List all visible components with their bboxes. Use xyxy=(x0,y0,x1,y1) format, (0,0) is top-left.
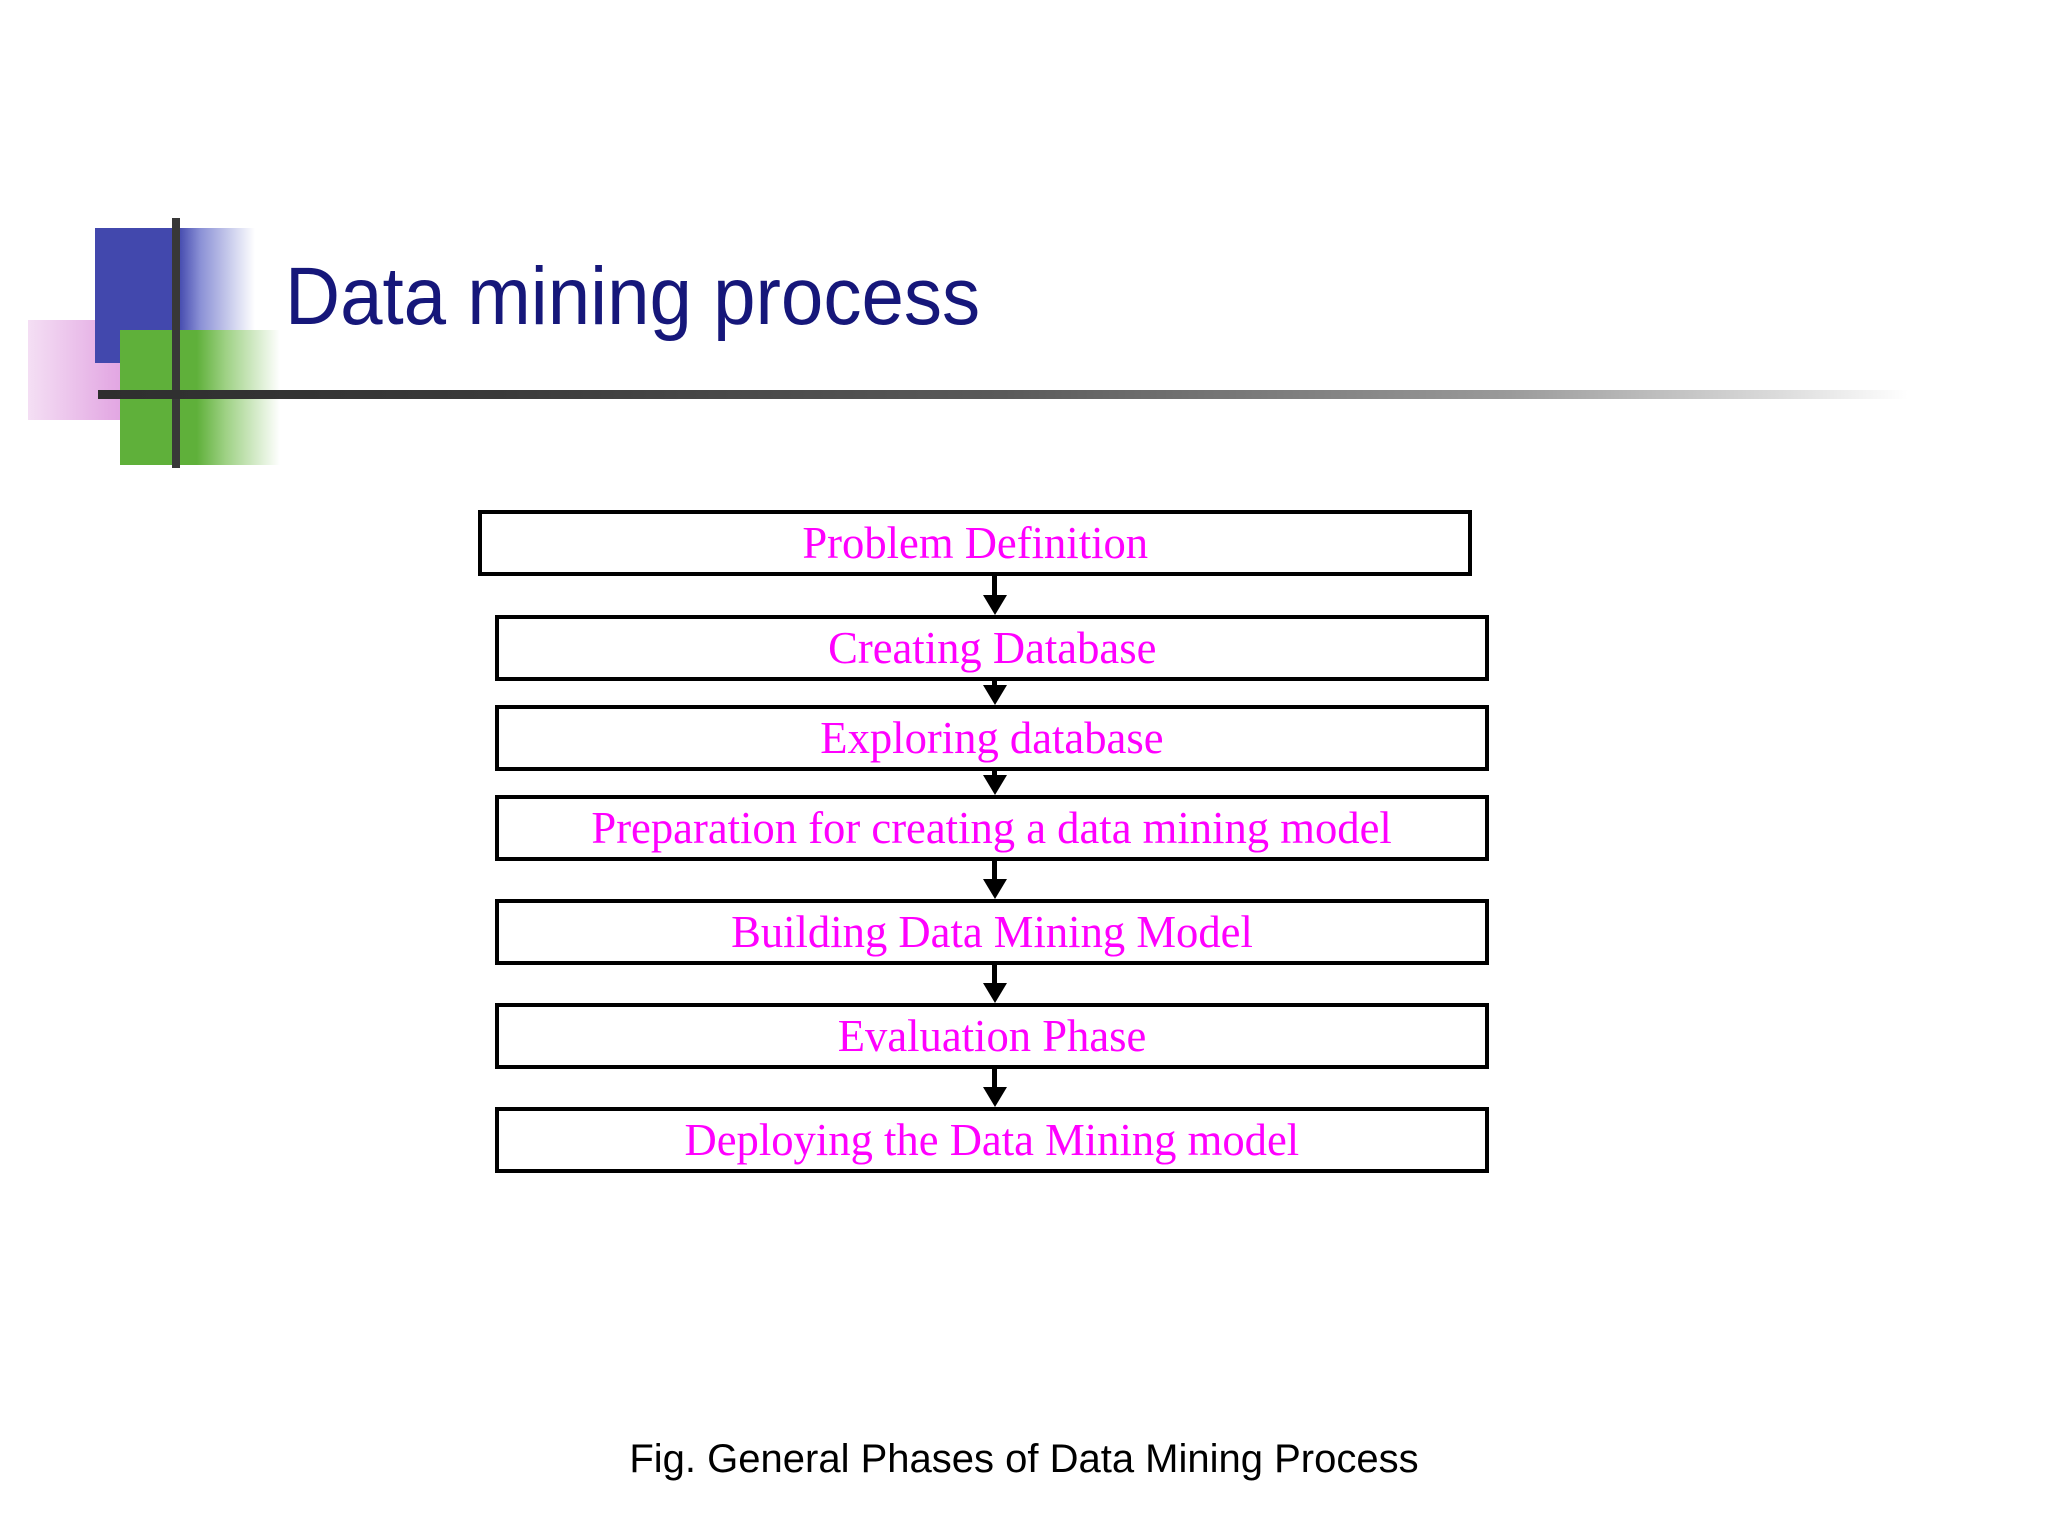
arrow-head xyxy=(983,1087,1007,1107)
flowchart-step-box: Exploring database xyxy=(495,705,1489,771)
flowchart-step-box: Deploying the Data Mining model xyxy=(495,1107,1489,1173)
decorative-green-block xyxy=(120,330,280,465)
decorative-violet-block xyxy=(28,320,153,420)
flowchart-arrow-down-icon xyxy=(975,1069,1015,1107)
flowchart-step-label: Creating Database xyxy=(827,622,1157,673)
arrow-shaft xyxy=(992,861,997,881)
flowchart-step-box: Building Data Mining Model xyxy=(495,899,1489,965)
decorative-horizontal-rule xyxy=(98,390,1908,399)
arrow-shaft xyxy=(992,576,997,597)
flowchart-step-box: Evaluation Phase xyxy=(495,1003,1489,1069)
flowchart-step-box: Problem Definition xyxy=(478,510,1472,576)
figure-caption: Fig. General Phases of Data Mining Proce… xyxy=(629,1437,1419,1481)
flowchart-step-label: Problem Definition xyxy=(802,517,1148,568)
flowchart-step-label: Deploying the Data Mining model xyxy=(684,1114,1300,1165)
arrow-head xyxy=(983,685,1007,705)
arrow-head xyxy=(983,595,1007,615)
flowchart-step-label: Building Data Mining Model xyxy=(731,906,1253,957)
arrow-shaft xyxy=(992,681,997,687)
flowchart-step-box: Preparation for creating a data mining m… xyxy=(495,795,1489,861)
arrow-shaft xyxy=(992,771,997,777)
arrow-shaft xyxy=(992,1069,997,1089)
page-title: Data mining process xyxy=(285,251,981,342)
flowchart-arrow-down-icon xyxy=(975,965,1015,1003)
arrow-head xyxy=(983,983,1007,1003)
decorative-blue-block xyxy=(95,228,255,363)
flowchart-arrow-down-icon xyxy=(975,861,1015,899)
arrow-head xyxy=(983,879,1007,899)
slide-decoration xyxy=(0,0,2048,480)
decorative-vertical-rule xyxy=(172,218,180,468)
flowchart-arrow-down-icon xyxy=(975,681,1015,705)
flowchart-step-box: Creating Database xyxy=(495,615,1489,681)
flowchart-arrow-down-icon xyxy=(975,576,1015,615)
flowchart-step-label: Exploring database xyxy=(820,712,1164,763)
flowchart-arrow-down-icon xyxy=(975,771,1015,795)
flowchart-step-label: Evaluation Phase xyxy=(837,1010,1147,1061)
flowchart-step-label: Preparation for creating a data mining m… xyxy=(591,802,1393,853)
arrow-head xyxy=(983,775,1007,795)
arrow-shaft xyxy=(992,965,997,985)
